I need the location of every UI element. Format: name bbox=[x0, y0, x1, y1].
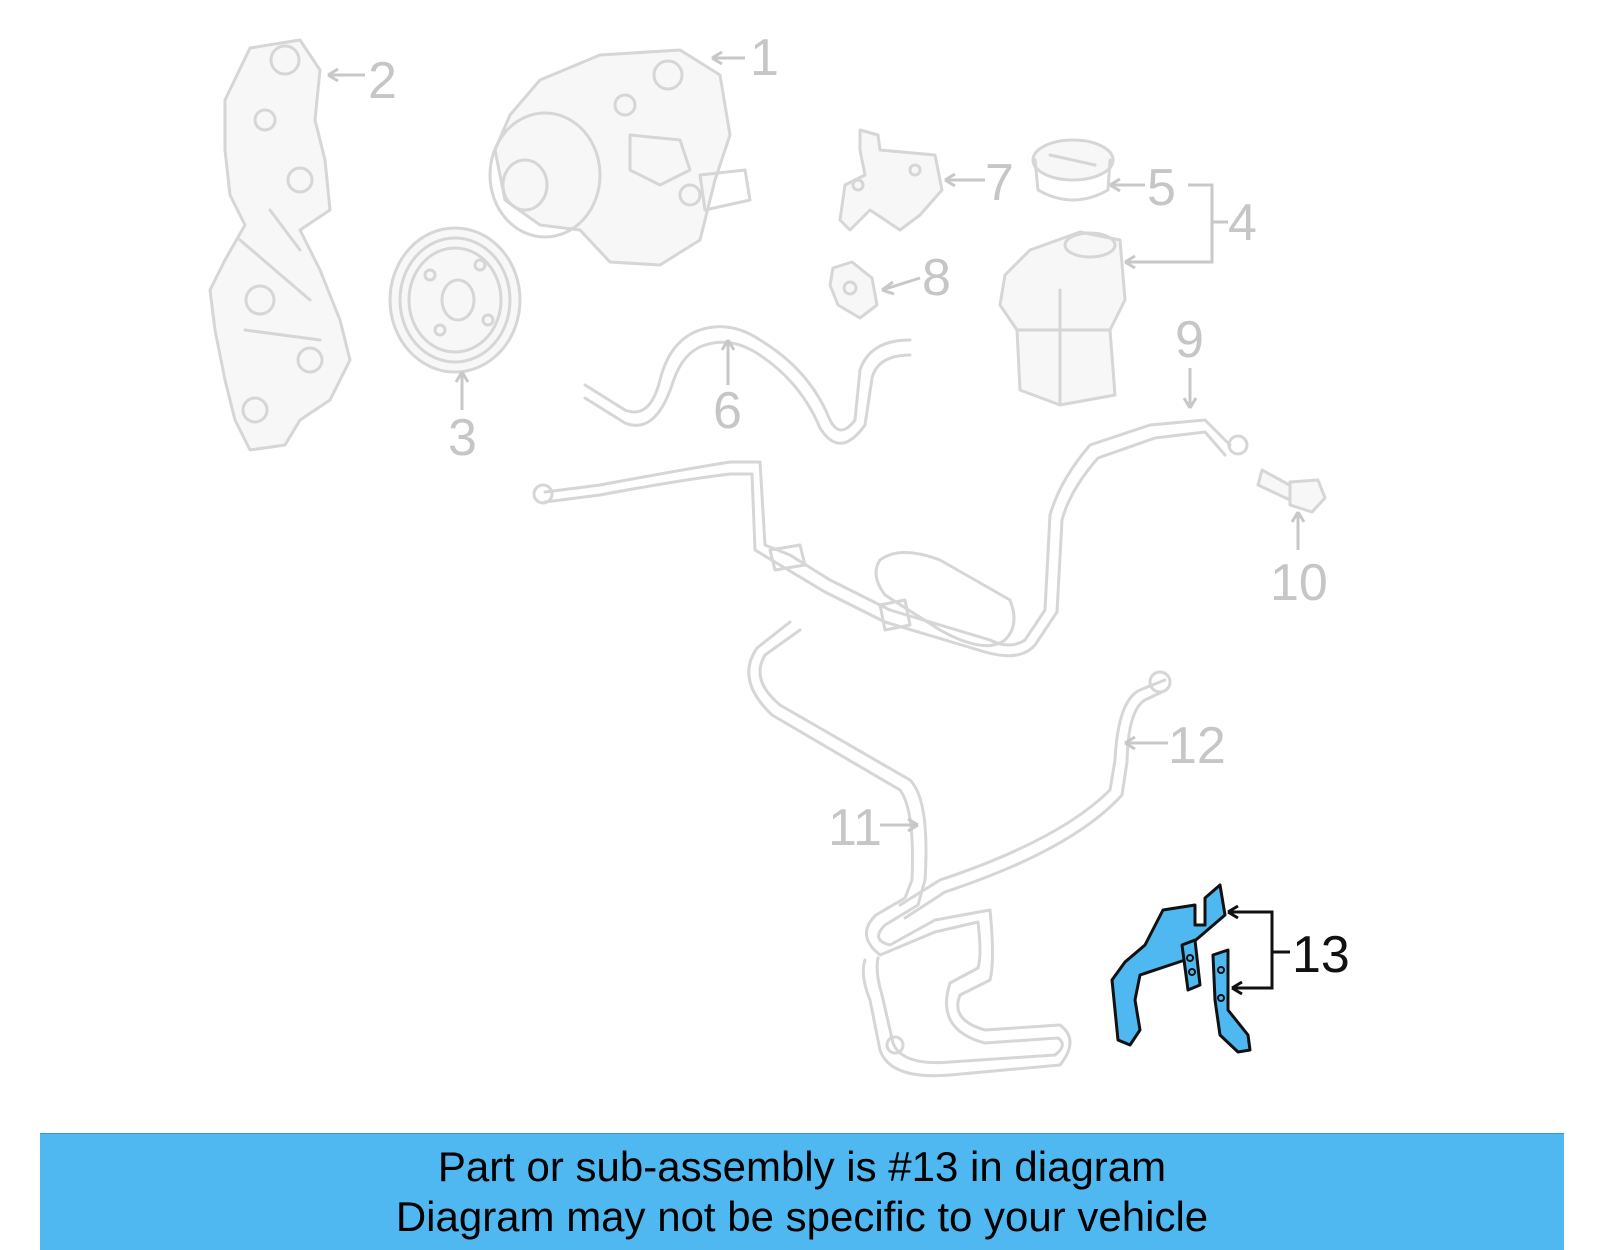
part-7-bracket bbox=[838, 128, 944, 232]
callout-4: 4 bbox=[1228, 194, 1257, 252]
part-11-pressure-line bbox=[532, 418, 1249, 658]
part-13-strap-middle bbox=[1180, 938, 1202, 992]
callout-2: 2 bbox=[368, 52, 397, 110]
part-13-bracket bbox=[1110, 883, 1252, 1054]
callout-6: 6 bbox=[713, 382, 742, 440]
leader-lines bbox=[327, 50, 1306, 833]
part-8-clip bbox=[828, 260, 879, 320]
banner-disclaimer-line: Diagram may not be specific to your vehi… bbox=[395, 1193, 1209, 1240]
part-12-return-line bbox=[747, 620, 1172, 1078]
callout-1: 1 bbox=[750, 29, 779, 87]
callout-11: 11 bbox=[828, 799, 882, 857]
callout-13: 13 bbox=[1292, 926, 1350, 984]
part-2-mount-bracket bbox=[208, 38, 352, 452]
callout-3: 3 bbox=[448, 409, 477, 467]
part-5-cap bbox=[1031, 138, 1115, 202]
part-4-reservoir bbox=[998, 230, 1127, 407]
part-13-strap-right bbox=[1211, 948, 1252, 1054]
info-banner: Part or sub-assembly is #13 in diagram D… bbox=[40, 1133, 1564, 1250]
parts-diagram: 1 2 3 4 5 6 7 8 9 10 11 12 13 bbox=[208, 29, 1350, 1078]
part-13-main-bracket bbox=[1110, 883, 1227, 1047]
banner-part-line: Part or sub-assembly is #13 in diagram bbox=[437, 1143, 1167, 1190]
callout-12: 12 bbox=[1168, 717, 1226, 775]
part-1-pump bbox=[488, 48, 752, 267]
leader-13 bbox=[1227, 904, 1290, 996]
callout-7: 7 bbox=[985, 154, 1014, 212]
part-10-bolt bbox=[1256, 468, 1327, 514]
callout-8: 8 bbox=[922, 249, 951, 307]
part-3-pulley bbox=[388, 226, 522, 374]
part-6-hose bbox=[583, 325, 912, 445]
callout-10: 10 bbox=[1270, 554, 1328, 612]
callout-9: 9 bbox=[1175, 311, 1204, 369]
callout-5: 5 bbox=[1147, 159, 1176, 217]
